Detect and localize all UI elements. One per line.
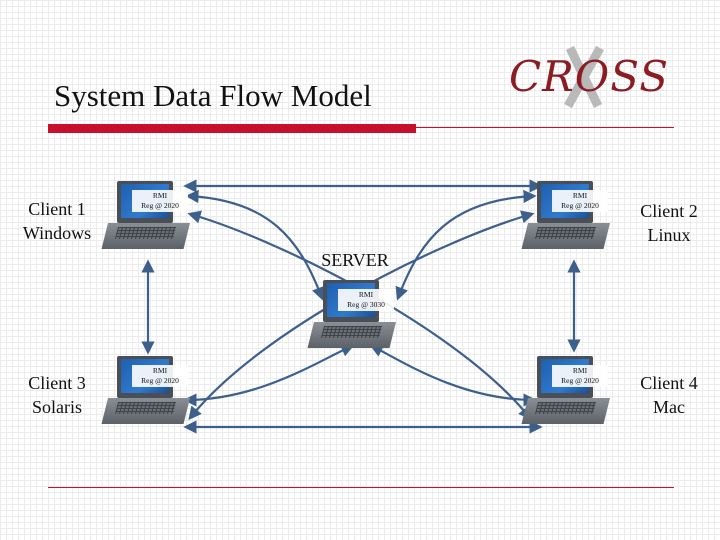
client-1-os: Windows xyxy=(22,223,92,243)
client-2-name: Client 2 xyxy=(640,201,698,221)
client-4-reg-port: Reg @ 2020 xyxy=(561,376,599,385)
client-4-name: Client 4 xyxy=(640,373,698,393)
client-2-rmi-tag: RMI Reg @ 2020 xyxy=(552,190,608,212)
client-3-rmi-tag: RMI Reg @ 2020 xyxy=(132,365,188,387)
client-3-laptop-icon: RMI Reg @ 2020 xyxy=(101,356,190,428)
arrow-c3-server xyxy=(183,344,355,407)
client-2-reg-port: Reg @ 2020 xyxy=(561,201,599,210)
client-1-rmi-tag: RMI Reg @ 2020 xyxy=(132,190,188,212)
client-1-reg-port: Reg @ 2020 xyxy=(141,201,179,210)
client-2-os: Linux xyxy=(647,225,691,245)
client-3-label: Client 3 Solaris xyxy=(14,371,100,419)
server-rmi-text: RMI xyxy=(358,290,374,299)
client-2-rmi-text: RMI xyxy=(572,191,588,200)
client-1-name: Client 1 xyxy=(28,199,86,219)
client-3-rmi-text: RMI xyxy=(152,366,168,375)
client-1-label: Client 1 Windows xyxy=(10,197,104,245)
server-label: SERVER xyxy=(321,250,389,270)
server-laptop-icon: RMI Reg @ 3030 xyxy=(307,280,396,352)
title-underline-bar xyxy=(48,124,416,133)
client-4-laptop-icon: RMI Reg @ 2020 xyxy=(521,356,610,428)
logo-x-mark-icon xyxy=(564,45,604,109)
client-3-os: Solaris xyxy=(31,397,82,417)
logo-text: CROSS xyxy=(509,52,669,101)
client-2-laptop-icon: RMI Reg @ 2020 xyxy=(521,181,610,253)
server-rmi-tag: RMI Reg @ 3030 xyxy=(338,289,394,311)
server-reg-port: Reg @ 3030 xyxy=(347,300,385,309)
title-underline-rule xyxy=(416,127,674,128)
arrow-c4-server xyxy=(369,344,537,407)
arrow-c1-server xyxy=(185,189,325,301)
client-3-reg-port: Reg @ 2020 xyxy=(141,376,179,385)
client-3-name: Client 3 xyxy=(28,373,86,393)
client-4-label: Client 4 Mac xyxy=(626,371,712,419)
client-4-rmi-text: RMI xyxy=(572,366,588,375)
arrow-c2-server xyxy=(395,189,537,301)
footer-rule xyxy=(48,487,674,488)
client-1-rmi-text: RMI xyxy=(152,191,168,200)
client-2-label: Client 2 Linux xyxy=(626,199,712,247)
slide-title: System Data Flow Model xyxy=(54,78,372,113)
client-4-os: Mac xyxy=(653,397,685,417)
client-4-rmi-tag: RMI Reg @ 2020 xyxy=(552,365,608,387)
client-1-laptop-icon: RMI Reg @ 2020 xyxy=(101,181,190,253)
